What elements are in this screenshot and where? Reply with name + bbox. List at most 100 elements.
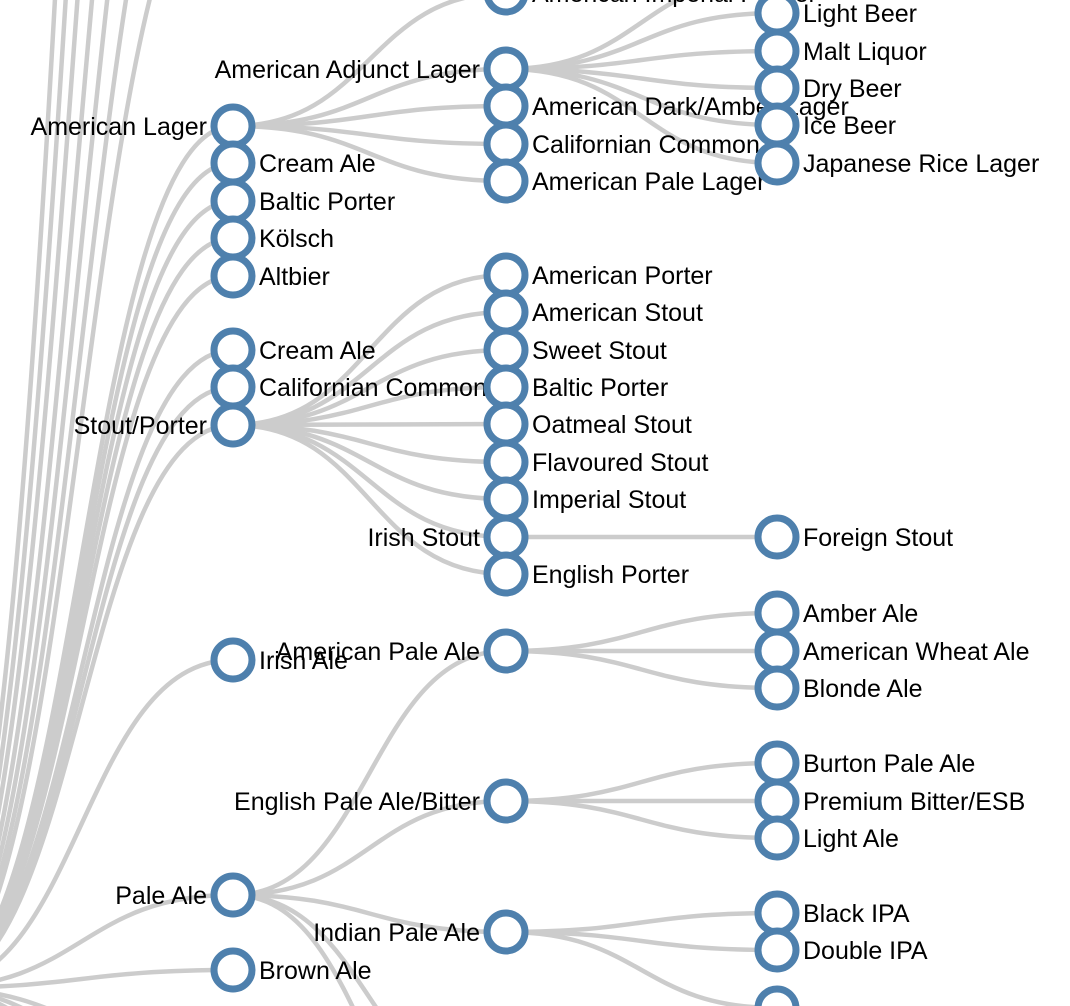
node-label-imperial-stout: Imperial Stout — [532, 486, 686, 514]
tree-node-american-imperial-pilsner[interactable] — [484, 0, 528, 16]
tree-node-pale-ale[interactable] — [210, 872, 256, 918]
tree-link — [505, 648, 778, 691]
tree-link — [0, 992, 47, 1006]
tree-link — [232, 648, 507, 898]
tree-node-californian-common[interactable] — [210, 364, 256, 410]
tree-link — [505, 66, 778, 166]
tree-link — [0, 123, 234, 918]
tree-node-english-porter[interactable] — [483, 551, 529, 597]
tree-node-light-beer[interactable] — [754, 0, 800, 36]
node-label-double-ipa: Double IPA — [803, 937, 928, 965]
tree-link — [232, 422, 507, 577]
tree-node-amber-ale[interactable] — [754, 590, 800, 636]
tree-node-flavoured-stout[interactable] — [483, 439, 529, 485]
tree-node-american-dark-amber-lager[interactable] — [483, 83, 529, 129]
tree-node-blonde-ale[interactable] — [754, 665, 800, 711]
node-label-brown-ale: Brown Ale — [259, 957, 372, 985]
tree-node-american-lager[interactable] — [210, 103, 256, 149]
tree-node-oatmeal-stout[interactable] — [483, 401, 529, 447]
tree-node-baltic-porter[interactable] — [210, 178, 256, 224]
tree-node-american-porter[interactable] — [483, 252, 529, 298]
tree-node-irish-ale[interactable] — [210, 637, 256, 683]
tree-node-american-wheat-ale[interactable] — [754, 628, 800, 674]
tree-node-brown-ale[interactable] — [210, 947, 256, 993]
tree-node-black-ipa[interactable] — [754, 890, 800, 936]
tree-node-cream-ale[interactable] — [210, 327, 256, 373]
tree-node-baltic-porter[interactable] — [483, 364, 529, 410]
tree-node-ice-beer[interactable] — [754, 102, 800, 148]
node-label-oatmeal-stout: Oatmeal Stout — [532, 411, 692, 439]
tree-node-premium-bitter-esb[interactable] — [754, 778, 800, 824]
node-label-californian-common: Californian Common — [532, 131, 760, 159]
tree-node-double-ipa[interactable] — [754, 927, 800, 973]
node-label-indian-pale-ale: Indian Pale Ale — [313, 919, 480, 947]
node-label-malt-liquor: Malt Liquor — [803, 38, 927, 66]
tree-link — [0, 657, 234, 962]
tree-link — [0, 235, 234, 927]
node-label-american-dark-amber-lager: American Dark/Amber Lager — [532, 93, 849, 121]
tree-node-hidden[interactable] — [754, 985, 800, 1006]
tree-link — [0, 0, 152, 895]
tree-node-irish-stout[interactable] — [483, 514, 529, 560]
tree-node-american-pale-ale[interactable] — [483, 628, 529, 674]
tree-link — [0, 347, 234, 936]
tree-node-japanese-rice-lager[interactable] — [754, 140, 800, 186]
tree-node-sweet-stout[interactable] — [483, 327, 529, 373]
node-label-american-pale-lager: American Pale Lager — [532, 168, 765, 196]
tree-link — [505, 760, 778, 804]
node-label-american-adjunct-lager: American Adjunct Lager — [215, 56, 480, 84]
node-label-english-pale-ale-bitter: English Pale Ale/Bitter — [234, 788, 480, 816]
tree-node-k-lsch[interactable] — [210, 215, 256, 261]
node-label-k-lsch: Kölsch — [259, 225, 334, 253]
node-label-english-porter: English Porter — [532, 561, 689, 589]
tree-node-stout-porter[interactable] — [210, 402, 256, 448]
tree-link — [0, 0, 129, 882]
tree-node-californian-common[interactable] — [483, 121, 529, 167]
node-label-cream-ale: Cream Ale — [259, 150, 376, 178]
tree-node-imperial-stout[interactable] — [483, 476, 529, 522]
node-label-baltic-porter: Baltic Porter — [259, 188, 395, 216]
node-label-premium-bitter-esb: Premium Bitter/ESB — [803, 788, 1025, 816]
tree-link — [0, 0, 110, 865]
tree-node-english-pale-ale-bitter[interactable] — [483, 778, 529, 824]
tree-node-foreign-stout[interactable] — [754, 514, 800, 560]
tree-link — [0, 160, 234, 921]
tree-link — [505, 798, 778, 841]
node-label-light-ale: Light Ale — [803, 825, 899, 853]
tree-node-altbier[interactable] — [210, 253, 256, 299]
node-label-irish-stout: Irish Stout — [367, 524, 480, 552]
node-label-light-beer: Light Beer — [803, 0, 917, 28]
node-label-baltic-porter: Baltic Porter — [532, 374, 668, 402]
tree-node-dry-beer[interactable] — [754, 65, 800, 111]
node-label-burton-pale-ale: Burton Pale Ale — [803, 750, 975, 778]
tree-link — [505, 929, 778, 1006]
node-label-cream-ale: Cream Ale — [259, 337, 376, 365]
tree-node-american-stout[interactable] — [483, 289, 529, 335]
tree-link — [0, 198, 234, 924]
tree-links-layer — [0, 0, 778, 1006]
node-label-japanese-rice-lager: Japanese Rice Lager — [803, 150, 1039, 178]
tree-node-malt-liquor[interactable] — [754, 28, 800, 74]
node-label-stout-porter: Stout/Porter — [74, 412, 207, 440]
tree-link — [505, 929, 778, 953]
tree-node-light-ale[interactable] — [754, 815, 800, 861]
node-label-flavoured-stout: Flavoured Stout — [532, 449, 709, 477]
tree-link — [232, 123, 507, 184]
tree-node-cream-ale[interactable] — [210, 140, 256, 186]
node-label-sweet-stout: Sweet Stout — [532, 337, 667, 365]
node-label-dry-beer: Dry Beer — [803, 75, 902, 103]
tree-node-american-adjunct-lager[interactable] — [483, 46, 529, 92]
tree-node-american-pale-lager[interactable] — [483, 158, 529, 204]
tree-node-burton-pale-ale[interactable] — [754, 740, 800, 786]
tree-link — [0, 384, 234, 939]
tree-labels-layer: American Imperial PilsnerLight BeerMalt … — [31, 0, 1040, 985]
node-label-pale-ale: Pale Ale — [115, 882, 207, 910]
tree-link — [505, 610, 778, 654]
node-label-american-imperial-pilsner: American Imperial Pilsner — [532, 0, 817, 8]
tree-link — [232, 892, 507, 935]
tree-node-indian-pale-ale[interactable] — [483, 909, 529, 955]
node-label-american-porter: American Porter — [532, 262, 713, 290]
node-label-american-wheat-ale: American Wheat Ale — [803, 638, 1030, 666]
